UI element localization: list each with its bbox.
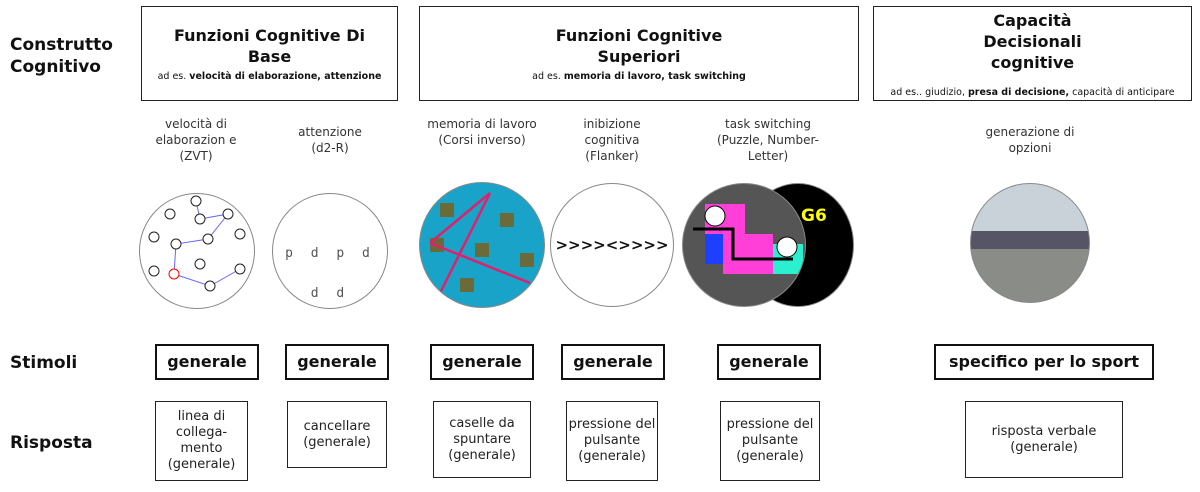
construct-higher: Funzioni Cognitive Superiori ad es. memo…: [419, 6, 859, 101]
stimulus-box: generale: [285, 344, 389, 380]
stimulus-box: generale: [155, 344, 259, 380]
row-label-stimuli: Stimoli: [10, 353, 78, 373]
response-box: caselle da spuntare (generale): [433, 401, 531, 478]
stimulus-box: generale: [430, 344, 534, 380]
puzzle-image: [682, 183, 806, 307]
zvt-image: [139, 193, 255, 309]
row-label-response: Risposta: [10, 433, 93, 453]
response-box: cancellare (generale): [287, 401, 387, 468]
test-label: inibizione cognitiva (Flanker): [583, 117, 641, 163]
construct-basic: Funzioni Cognitive Di Base ad es. veloci…: [141, 6, 398, 101]
construct-title: Funzioni Cognitive Superiori: [555, 26, 723, 66]
stimulus-box: generale: [717, 344, 821, 380]
stimulus-box: specifico per lo sport: [934, 344, 1154, 380]
test-label: task switching (Puzzle, Number-Letter): [716, 117, 820, 163]
test-label: attenzione (d2-R): [298, 125, 362, 155]
response-box: pressione del pulsante (generale): [566, 401, 658, 481]
row-label-construct: Construtto Cognitivo: [10, 35, 113, 77]
test-label: memoria di lavoro (Corsi inverso): [427, 117, 537, 147]
construct-title: Funzioni Cognitive Di Base: [174, 26, 365, 66]
construct-title: Capacità Decisionali cognitive: [983, 10, 1082, 72]
test-label: generazione di opzioni: [985, 125, 1075, 155]
sport-scene-image: [970, 183, 1090, 303]
stimulus-box: generale: [561, 344, 665, 380]
corsi-image: [419, 182, 545, 308]
response-box: linea di collega-mento (generale): [155, 401, 248, 481]
response-box: pressione del pulsante (generale): [720, 401, 820, 481]
test-label: velocità di elaborazion e (ZVT): [155, 117, 237, 163]
d2r-image: p d p d d dd p p p d d pd p d d d: [272, 193, 388, 309]
response-box: risposta verbale (generale): [965, 401, 1123, 478]
flanker-image: >>>><>>>>: [550, 183, 674, 307]
construct-decision: Capacità Decisionali cognitive ad es.. g…: [873, 6, 1192, 101]
